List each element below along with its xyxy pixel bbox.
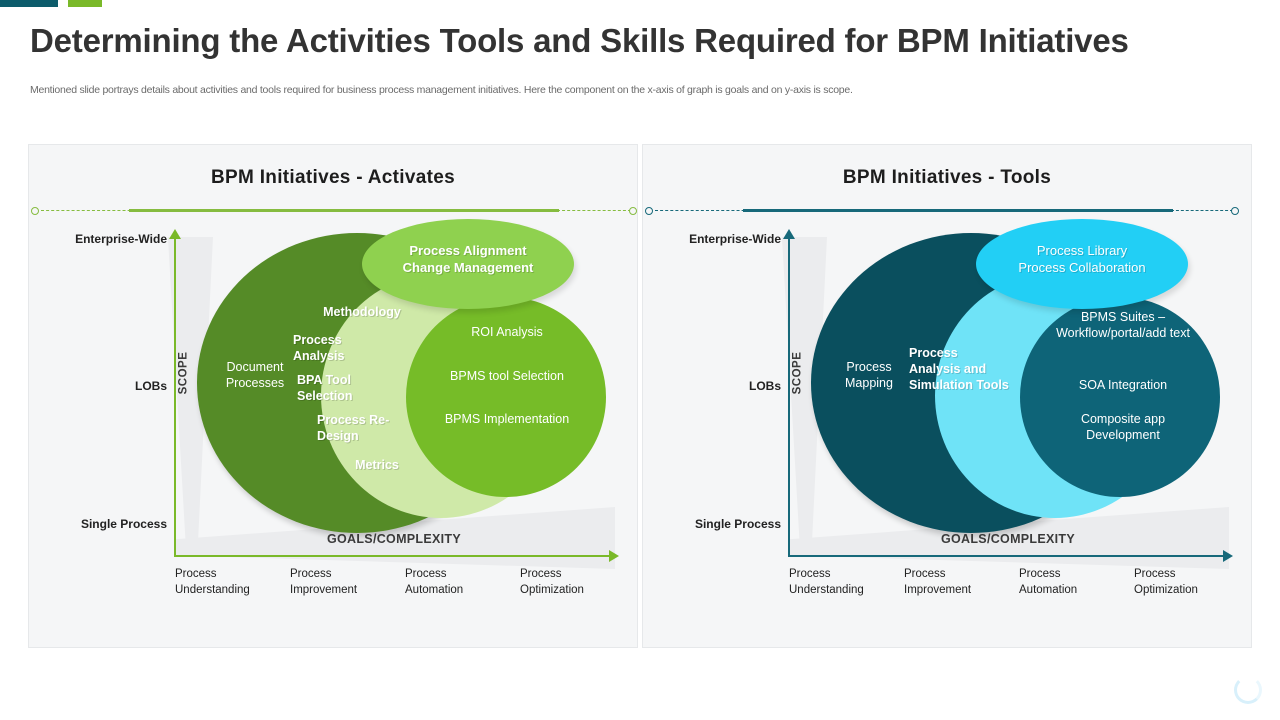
x-tick-process-optimization: Process Optimization — [520, 566, 635, 598]
x-tick-process-understanding: Process Understanding — [789, 566, 904, 598]
top-accent-bar — [0, 0, 102, 7]
y-tick-lobs: LOBs — [748, 379, 781, 393]
label-process-redesign: Process Re- Design — [317, 413, 390, 443]
accent-segment-gap — [58, 0, 68, 7]
x-tick-process-optimization: Process Optimization — [1134, 566, 1249, 598]
label-composite-app-development: Composite app Development — [1080, 412, 1166, 442]
x-tick-process-improvement: Process Improvement — [290, 566, 405, 598]
x-tick-labels: Process Understanding Process Improvemen… — [175, 566, 635, 598]
connector-dot-left-end — [629, 206, 637, 215]
accent-segment-teal — [0, 0, 58, 7]
panel-right-title: BPM Initiatives - Tools — [842, 167, 1052, 188]
x-axis-title: GOALS/COMPLEXITY — [327, 532, 461, 546]
x-tick-line2: Automation — [1019, 584, 1078, 596]
x-tick-process-improvement: Process Improvement — [904, 566, 1019, 598]
x-axis-line — [788, 555, 1226, 557]
label-analysis-simulation-tools: Process Analysis and Simulation Tools — [909, 346, 1009, 392]
x-tick-line2: Improvement — [904, 584, 972, 596]
y-axis-line — [174, 237, 176, 557]
label-methodology: Methodology — [323, 305, 401, 319]
x-tick-line1: Process — [405, 568, 447, 580]
venn-top-ellipse — [362, 219, 574, 309]
page-subtitle: Mentioned slide portrays details about a… — [30, 84, 853, 96]
connector-dot-right-start — [645, 206, 653, 215]
label-metrics: Metrics — [355, 458, 399, 472]
label-document-processes: Document Processes — [225, 360, 285, 390]
label-process-mapping: Process Mapping — [845, 360, 893, 390]
venn-top-ellipse — [976, 219, 1188, 309]
y-axis-arrowhead-icon — [169, 229, 181, 239]
label-roi-analysis: ROI Analysis — [471, 325, 543, 339]
x-tick-line1: Process — [520, 568, 562, 580]
connector-left — [1, 205, 1223, 217]
venn-diagram-green: Document Processes Methodology Process A… — [29, 219, 639, 649]
x-tick-process-automation: Process Automation — [1019, 566, 1134, 598]
label-process-analysis: Process Analysis — [293, 333, 345, 363]
y-tick-enterprise-wide: Enterprise-Wide — [689, 232, 781, 246]
x-axis-arrowhead-icon — [609, 550, 619, 562]
connector-solid-right — [743, 209, 1173, 212]
label-soa-integration: SOA Integration — [1078, 378, 1168, 392]
connector-solid-left — [129, 209, 559, 212]
y-axis-title: SCOPE — [791, 351, 804, 395]
x-tick-line1: Process — [1134, 568, 1176, 580]
venn-inner-circle — [1020, 297, 1220, 497]
panel-bpm-activates: BPM Initiatives - Activates Document Pro… — [28, 144, 638, 648]
y-tick-single-process: Single Process — [694, 517, 781, 531]
y-axis-arrowhead-icon — [783, 229, 795, 239]
y-tick-single-process: Single Process — [80, 517, 167, 531]
x-tick-labels: Process Understanding Process Improvemen… — [789, 566, 1249, 598]
y-axis-line — [788, 237, 790, 557]
x-tick-line2: Understanding — [175, 584, 250, 596]
connector-dash-left-b — [557, 210, 631, 211]
connector-dot-left-start — [31, 206, 39, 215]
page-title: Determining the Activities Tools and Ski… — [30, 22, 1129, 59]
label-bpms-implementation: BPMS Implementation — [444, 412, 570, 426]
connector-dash-right-a — [655, 210, 765, 211]
x-tick-process-automation: Process Automation — [405, 566, 520, 598]
label-bpms-tool-selection: BPMS tool Selection — [450, 369, 564, 383]
x-tick-line2: Optimization — [520, 584, 584, 596]
connector-dot-right-end — [1231, 206, 1239, 215]
x-tick-line1: Process — [175, 568, 217, 580]
x-tick-line2: Optimization — [1134, 584, 1198, 596]
connector-dash-left-a — [41, 210, 151, 211]
accent-segment-green — [68, 0, 102, 7]
x-tick-line1: Process — [789, 568, 831, 580]
x-tick-line1: Process — [290, 568, 332, 580]
venn-diagram-blue: Process Mapping Process Analysis and Sim… — [643, 219, 1253, 649]
connector-right — [629, 205, 1249, 217]
y-tick-enterprise-wide: Enterprise-Wide — [75, 232, 167, 246]
chart-tools: Process Mapping Process Analysis and Sim… — [643, 219, 1253, 649]
x-axis-arrowhead-icon — [1223, 550, 1233, 562]
panel-bpm-tools: BPM Initiatives - Tools Process Mapping … — [642, 144, 1252, 648]
chart-activates: Document Processes Methodology Process A… — [29, 219, 639, 649]
label-process-library: Process Library Process Collaboration — [1018, 243, 1146, 275]
x-tick-line1: Process — [904, 568, 946, 580]
connector-dash-right-b — [1171, 210, 1233, 211]
panel-left-title: BPM Initiatives - Activates — [211, 167, 455, 188]
x-axis-title: GOALS/COMPLEXITY — [941, 532, 1075, 546]
x-axis-line — [174, 555, 612, 557]
venn-inner-circle — [406, 297, 606, 497]
y-axis-title: SCOPE — [177, 351, 190, 395]
label-bpa-tool-selection: BPA Tool Selection — [297, 373, 353, 403]
x-tick-line2: Automation — [405, 584, 464, 596]
x-tick-line2: Improvement — [290, 584, 358, 596]
y-tick-lobs: LOBs — [134, 379, 167, 393]
label-process-alignment: Process Alignment Change Management — [402, 243, 534, 275]
loading-spinner-icon — [1234, 676, 1262, 704]
x-tick-line2: Understanding — [789, 584, 864, 596]
x-tick-line1: Process — [1019, 568, 1061, 580]
x-tick-process-understanding: Process Understanding — [175, 566, 290, 598]
label-bpms-suites: BPMS Suites – Workflow/portal/add text — [1056, 310, 1190, 340]
